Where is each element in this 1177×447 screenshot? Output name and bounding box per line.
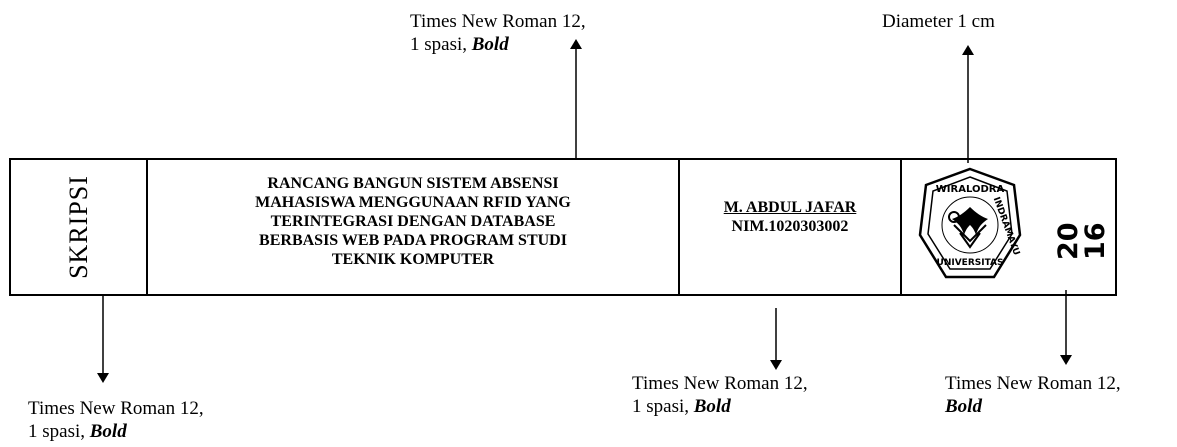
logo-bottom-text: UNIVERSITAS [937,258,1004,268]
label-font-bold: Bold [89,421,127,442]
author-font-prefix: 1 spasi, [632,396,694,417]
spine-title-cell: RANCANG BANGUN SISTEM ABSENSI MAHASISWA … [148,160,680,294]
title-font-prefix: 1 spasi, [410,34,472,55]
title-line: BERBASIS WEB PADA PROGRAM STUDI [259,232,567,249]
title-font-line2: 1 spasi, Bold [410,33,586,56]
spine-label: SKRIPSI [63,175,93,279]
title-line: TERINTEGRASI DENGAN DATABASE [270,213,556,230]
title-line: TEKNIK KOMPUTER [331,251,495,268]
title-font-bold: Bold [471,34,509,55]
author-name: M. ABDUL JAFAR [723,199,857,216]
author-font-line2: 1 spasi, Bold [632,395,808,418]
logo-size-annotation: Diameter 1 cm [882,10,995,33]
title-font-line1: Times New Roman 12, [410,11,586,32]
year-font-line2: Bold [945,395,1121,418]
author-nim: NIM.1020303002 [731,218,849,235]
author-block: M. ABDUL JAFAR NIM.1020303002 [680,198,900,236]
year-font-line1: Times New Roman 12, [945,373,1121,394]
year-top: 20 [1053,222,1084,260]
book-spine: SKRIPSI RANCANG BANGUN SISTEM ABSENSI MA… [9,158,1117,296]
title-font-annotation: Times New Roman 12, 1 spasi, Bold [410,10,586,56]
author-font-line1: Times New Roman 12, [632,373,808,394]
author-font-bold: Bold [693,396,731,417]
university-logo: WIRALODRA INDRAMAYU UNIVERSITAS [918,167,1022,279]
label-font-line1: Times New Roman 12, [28,398,204,419]
label-font-prefix: 1 spasi, [28,421,90,442]
label-font-line2: 1 spasi, Bold [28,420,204,443]
year-font-annotation: Times New Roman 12, Bold [945,372,1121,418]
title-line: RANCANG BANGUN SISTEM ABSENSI [267,175,559,192]
title-line: MAHASISWA MENGGUNAAN RFID YANG [255,194,571,211]
spine-label-cell: SKRIPSI [11,160,148,294]
author-font-annotation: Times New Roman 12, 1 spasi, Bold [632,372,808,418]
logo-top-text: WIRALODRA [936,184,1005,195]
spine-year: 20 16 [1053,188,1111,260]
spine-author-cell: M. ABDUL JAFAR NIM.1020303002 [680,160,902,294]
logo-size-line1: Diameter 1 cm [882,11,995,32]
year-font-bold: Bold [945,396,982,417]
spine-title: RANCANG BANGUN SISTEM ABSENSI MAHASISWA … [148,174,678,269]
year-bottom: 16 [1080,222,1111,260]
label-font-annotation: Times New Roman 12, 1 spasi, Bold [28,397,204,443]
